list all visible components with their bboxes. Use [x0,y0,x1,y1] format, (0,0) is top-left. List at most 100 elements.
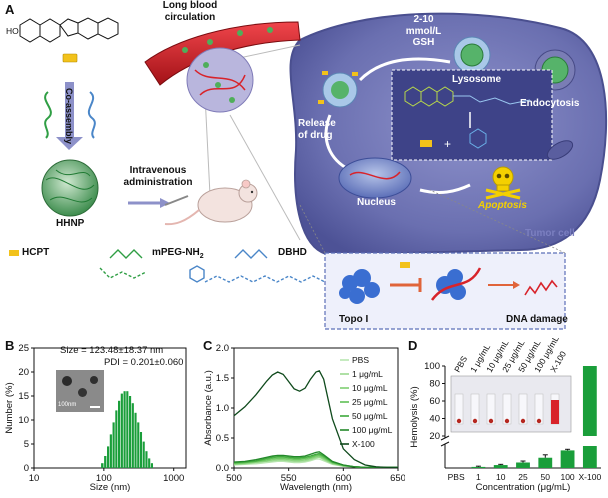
vessel-particle [237,30,243,36]
histogram-bar [109,434,112,468]
plot-frame [233,347,399,469]
coassembly-arrow [65,82,74,137]
histogram-bar [115,410,118,468]
y-tick-label: 100 [424,361,440,372]
histogram-bar [137,422,140,468]
nucleus-dna [349,171,401,180]
inset-pointer [299,204,326,254]
apoptosis-skull-icon [485,166,521,200]
histogram-bar [107,446,110,468]
x-tick-label: 1000 [163,473,184,484]
label-dna-damage: DNA damage [506,314,568,325]
axis-break-mark [440,441,450,447]
inset-byproduct [469,128,487,149]
nucleus-icon [338,157,412,199]
y-axis-title: Number (%) [4,382,15,433]
legend-label: 25 μg/mL [352,397,388,407]
panel-c-letter: C [203,338,213,353]
histogram-bar [131,403,134,468]
histogram-bar [134,412,137,468]
tube [518,393,528,425]
tube-rbc-pellet [456,418,462,424]
cleavage-inset [391,69,553,161]
label-endocytosis: Endocytosis [520,98,580,109]
histogram-bar [145,451,148,468]
y-tick-label: 40 [429,414,440,425]
x-tick-label: 500 [226,473,242,484]
topo-i-protein [339,269,380,304]
legend-hcpt-swatch [9,250,19,256]
histogram-bar [142,441,145,468]
panel-a-schematic: HO [5,0,608,330]
hemolysis-bar [471,466,486,468]
histogram-bar [128,396,132,468]
y-tick-label: 1.5 [216,373,229,384]
mouse-ear [241,179,251,189]
histogram-bar [120,393,123,468]
hemolysis-bar-upper [582,366,597,436]
histogram-bar [139,432,143,468]
x-axis-title: Wavelength (nm) [280,482,352,493]
y-axis-title: Hemolysis (%) [409,386,420,447]
tem-particle [90,376,98,384]
legend-label: 50 μg/mL [352,411,388,421]
coassembly-arrow-head [56,137,83,150]
mouse-tail [164,209,200,226]
blood-vessel [144,21,301,86]
mouse-body [197,187,253,223]
pdi-annotation: PDI = 0.201±0.060 [104,357,184,368]
axis-break-mark [440,435,450,441]
hcpt-block-icon [62,53,78,63]
label-release: Release of drug [298,118,336,141]
legend-hcpt-label: HCPT [22,247,50,258]
inset-hcpt-icon [420,140,432,147]
tem-particle [78,388,87,397]
hemolysis-bar [582,446,597,468]
inset-hcpt-drug [400,262,410,268]
x-tick-label: 1 [476,472,481,482]
x-tick-label: 10 [496,472,506,482]
dna-helix [430,267,482,301]
x-tick-label: 100 [560,472,574,482]
label-nucleus: Nucleus [357,197,396,208]
label-coassembly: Co-assembly [64,88,74,145]
topo-dna-complex [436,269,466,300]
size-annotation: Size = 123.48±18.37 nm [60,345,164,356]
legend-label: PBS [352,355,369,365]
y-tick-label: 5 [24,439,29,450]
tem-scale-label: 100nm [58,402,77,408]
legend-dbhd-label: DBHD [278,247,307,258]
hemolysis-bar [493,465,508,468]
y-tick-label: 0.5 [216,433,229,444]
inset-plus: + [444,137,451,151]
tem-particle [62,376,72,386]
y-tick-label: 1.0 [216,403,229,414]
mouse-eye [250,190,254,194]
hemolysis-bar [516,462,530,468]
tem-image: 100nm [56,370,104,412]
panel-b-letter: B [5,338,15,353]
mitochondrion-icon [546,140,574,160]
series-line [233,369,398,469]
y-axis-title: Absorbance (a.u.) [203,370,214,446]
hhnp-mesh [45,169,95,203]
tube-rbc-pellet [472,418,478,424]
guide-line [229,114,301,241]
legend-label: 1 μg/mL [352,369,383,379]
tumor-particle [215,82,221,88]
y-tick-label: 60 [429,396,440,407]
y-tick-label: 20 [429,431,440,442]
hcpt-ho-label: HO [6,26,19,36]
label-long-blood: Long blood circulation [162,0,218,23]
inset-molecule [404,86,531,107]
tube [486,393,496,425]
inset-pointer [429,189,566,254]
tube [470,393,480,425]
tem-scale-bar [90,406,100,408]
flow-arrow [358,57,451,82]
legend-mpeg-label: mPEG-NH2 [152,247,204,260]
x-tick-label: 650 [390,473,405,484]
histogram-bar [112,422,115,468]
